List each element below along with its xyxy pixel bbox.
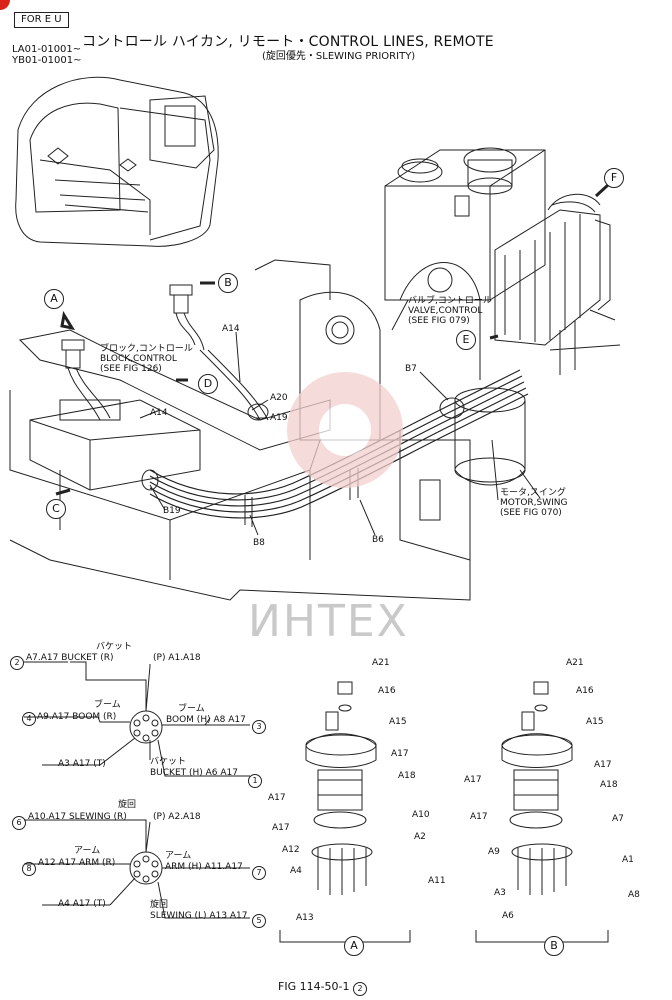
callout-d: D [198, 374, 218, 394]
part-b8: B8 [253, 538, 265, 548]
pd2-bottom-jp: 旋回 [150, 900, 169, 910]
detail-a-part: A2 [414, 832, 426, 842]
figure-number-badge: 2 [353, 982, 368, 996]
detail-b-part: A18 [600, 780, 618, 790]
pd1-left: A9.A17 BOOM (R) [37, 712, 117, 722]
pd1-bottom-jp: バケット [150, 757, 187, 767]
detail-a-part: A13 [296, 913, 314, 923]
pd2-top-jp: 旋回 [118, 800, 137, 810]
pd2-top-right: (P) A2.A18 [153, 812, 201, 822]
pd1-number-1: 1 [248, 774, 262, 788]
detail-a-part: A17 [272, 823, 290, 833]
page-corner-mark [0, 0, 10, 10]
detail-b-label: B [544, 936, 564, 956]
pd1-bottom-left: A3 A17 (T) [58, 759, 106, 769]
detail-a-part: A12 [282, 845, 300, 855]
pd2-bottom-left: A4 A17 (T) [58, 899, 106, 909]
part-b7: B7 [405, 364, 417, 374]
pd2-left-jp: アーム [74, 846, 101, 856]
detail-a-part: A10 [412, 810, 430, 820]
part-a14-top: A14 [222, 324, 240, 334]
part-b6: B6 [372, 535, 384, 545]
pd1-number-3: 3 [252, 720, 266, 734]
page-title: コントロール ハイカン, リモート・CONTROL LINES, REMOTE [82, 34, 494, 50]
pd2-number-6: 6 [12, 816, 26, 830]
part-b19: B19 [163, 506, 181, 516]
motor-label-en: MOTOR,SWING [500, 498, 568, 508]
serial-range-1: LA01-01001~ [12, 44, 82, 55]
detail-b-part: A6 [502, 911, 514, 921]
pd2-number-8: 8 [22, 862, 36, 876]
pd1-left-jp: ブーム [94, 700, 121, 710]
pd2-bottom-right: SLEWING (L) A13 A17 [150, 911, 248, 921]
block-label-ref: (SEE FIG 126) [100, 364, 162, 374]
valve-label-jp: バルブ,コントロール [408, 296, 492, 306]
pd1-number-4: 4 [22, 712, 36, 726]
watermark: ИНТЕХ [248, 596, 409, 647]
detail-b-part: A17 [594, 760, 612, 770]
pd2-number-5: 5 [252, 914, 266, 928]
pd2-top-left: A10.A17 SLEWING (R) [28, 812, 127, 822]
valve-label: バルブ,コントロール VALVE,CONTROL (SEE FIG 079) [408, 296, 492, 326]
region-tag: FOR E U [14, 12, 69, 28]
detail-b-part: A17 [470, 812, 488, 822]
pd2-left: A12 A17 ARM (R) [38, 858, 116, 868]
detail-a-part: A16 [378, 686, 396, 696]
block-label: ブロック,コントロール BLOCK,CONTROL (SEE FIG 126) [100, 344, 193, 374]
detail-a-part: A11 [428, 876, 446, 886]
detail-a-label: A [344, 936, 364, 956]
callout-c: C [46, 499, 66, 519]
page-subtitle: (旋回優先・SLEWING PRIORITY) [262, 51, 416, 62]
serial-range: LA01-01001~ YB01-01001~ [12, 44, 82, 66]
pd2-right-jp: アーム [165, 851, 192, 861]
detail-a-part: A15 [389, 717, 407, 727]
pd2-number-7: 7 [252, 866, 266, 880]
callout-e: E [456, 330, 476, 350]
callout-f: F [604, 168, 624, 188]
pd1-bottom-right: BUCKET (H) A6 A17 [150, 768, 238, 778]
pd1-right: BOOM (H) A8 A17 [166, 715, 246, 725]
motor-label: モータ,スイング MOTOR,SWING (SEE FIG 070) [500, 488, 568, 518]
pd1-right-jp: ブーム [178, 704, 205, 714]
detail-a-part: A21 [372, 658, 390, 668]
block-label-en: BLOCK,CONTROL [100, 354, 177, 364]
detail-a-part: A17 [391, 749, 409, 759]
serial-range-2: YB01-01001~ [12, 55, 82, 66]
detail-b-part: A17 [464, 775, 482, 785]
pd1-top-right: (P) A1.A18 [153, 653, 201, 663]
detail-b-part: A9 [488, 847, 500, 857]
detail-b-part: A7 [612, 814, 624, 824]
detail-b-part: A1 [622, 855, 634, 865]
detail-a-part: A18 [398, 771, 416, 781]
callout-a: A [44, 289, 64, 309]
part-a20: A20 [270, 393, 288, 403]
valve-label-en: VALVE,CONTROL [408, 306, 483, 316]
motor-label-ref: (SEE FIG 070) [500, 508, 562, 518]
detail-b-part: A15 [586, 717, 604, 727]
callout-b: B [218, 273, 238, 293]
pd1-top-left: A7.A17 BUCKET (R) [26, 653, 114, 663]
detail-a-part: A17 [268, 793, 286, 803]
figure-number-text: FIG 114-50-1 [278, 980, 350, 993]
pd2-right: ARM (H) A11.A17 [165, 862, 243, 872]
part-a14-mid: A14 [150, 408, 168, 418]
motor-label-jp: モータ,スイング [500, 488, 566, 498]
detail-b-part: A3 [494, 888, 506, 898]
part-a19: A19 [270, 413, 288, 423]
detail-b-part: A8 [628, 890, 640, 900]
valve-label-ref: (SEE FIG 079) [408, 316, 470, 326]
detail-a-part: A4 [290, 866, 302, 876]
figure-number: FIG 114-50-1 2 [278, 980, 368, 996]
detail-b-part: A21 [566, 658, 584, 668]
block-label-jp: ブロック,コントロール [100, 344, 193, 354]
detail-b-part: A16 [576, 686, 594, 696]
pd1-top-jp: バケット [96, 642, 133, 652]
pd1-number-2: 2 [10, 656, 24, 670]
